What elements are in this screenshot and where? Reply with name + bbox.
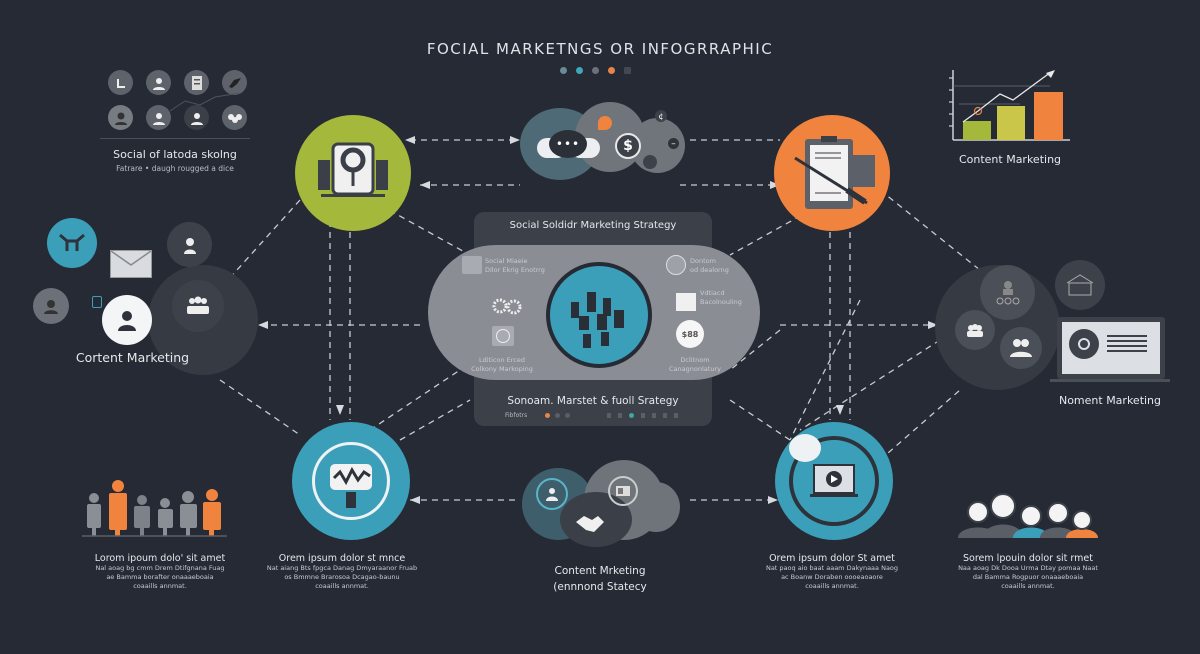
store-icon bbox=[1055, 260, 1105, 310]
network-icon bbox=[47, 218, 97, 268]
right-cluster-label: Noment Marketing bbox=[1058, 394, 1162, 407]
group-icon bbox=[222, 105, 247, 130]
notification-icon bbox=[598, 116, 612, 130]
top-center-cloud: ••• $ ¢ – bbox=[515, 100, 685, 180]
chair-icon bbox=[108, 70, 133, 95]
audience-icon bbox=[172, 280, 224, 332]
gears-icon bbox=[490, 297, 525, 315]
minus-icon: – bbox=[668, 138, 679, 149]
profile-icon bbox=[33, 288, 69, 324]
left-cluster-label: Cortent Marketing bbox=[75, 350, 190, 365]
top-left-title: Social of latoda skolng bbox=[113, 148, 237, 161]
org-chart-icon bbox=[980, 265, 1035, 320]
bottom-section-2: Orem ipsum dolor st mnce Nat aiang Bts f… bbox=[266, 553, 418, 590]
woman-icon bbox=[108, 105, 133, 130]
right-cluster bbox=[935, 255, 1170, 395]
chat-icon bbox=[462, 256, 482, 274]
email-icon bbox=[110, 250, 152, 278]
content-marketing-chart bbox=[945, 68, 1075, 148]
content-node[interactable] bbox=[774, 115, 890, 231]
user-search-icon bbox=[536, 478, 568, 510]
users-icon bbox=[1000, 327, 1042, 369]
circle-button-icon bbox=[492, 326, 514, 346]
clipboard-pen-icon bbox=[794, 136, 875, 209]
man-icon bbox=[184, 105, 209, 130]
dot bbox=[592, 67, 599, 74]
people-group-icon bbox=[958, 488, 1098, 540]
bottom-section-3: Orem ipsum dolor St amet Nat paoq aio ba… bbox=[765, 553, 899, 590]
businesswoman-icon bbox=[102, 295, 152, 345]
center-indicator-right bbox=[607, 413, 678, 418]
center-indicator-left bbox=[545, 413, 570, 418]
speaker-icon bbox=[167, 222, 212, 267]
dot bbox=[624, 67, 631, 74]
handshake-icon bbox=[574, 512, 606, 534]
person-icon bbox=[146, 105, 171, 130]
globe-icon bbox=[643, 155, 657, 169]
bar bbox=[997, 106, 1025, 140]
browser-icon bbox=[608, 476, 638, 506]
people-bar-chart bbox=[82, 478, 227, 538]
laptop-video-icon bbox=[810, 464, 858, 497]
cent-icon: ¢ bbox=[655, 110, 667, 122]
dot bbox=[560, 67, 567, 74]
top-left-icon-grid: Social of latoda skolng Fatrare • daugh … bbox=[100, 70, 260, 173]
center-bottom-title: Sonoam. Marstet & fuoll Srategy bbox=[507, 395, 679, 407]
center-top-title: Social Soldidr Marketing Strategy bbox=[509, 220, 677, 231]
document-icon bbox=[184, 70, 209, 95]
bottom-center-cloud bbox=[522, 460, 680, 552]
bottom-section-4: Sorem lpouin dolor sit rmet Naa aoag Dk … bbox=[958, 553, 1098, 590]
laptop-icon bbox=[1057, 317, 1165, 379]
image-icon bbox=[676, 293, 696, 311]
center-bottom-sub: Fibfotrs bbox=[505, 412, 528, 419]
video-node[interactable] bbox=[775, 422, 893, 540]
top-left-subtitle: Fatrare • daugh rougged a dice bbox=[116, 164, 234, 173]
team-icon bbox=[955, 310, 995, 350]
community-icon bbox=[546, 262, 652, 368]
target-icon bbox=[666, 255, 686, 275]
left-cluster bbox=[30, 210, 260, 390]
dot bbox=[608, 67, 615, 74]
top-right-label: Content Marketing bbox=[958, 153, 1062, 166]
price-badge: $88 bbox=[676, 320, 704, 348]
dot bbox=[576, 67, 583, 74]
message-icon: ••• bbox=[549, 130, 587, 158]
bar bbox=[963, 121, 991, 140]
search-server-icon bbox=[318, 142, 388, 197]
search-node[interactable] bbox=[295, 115, 411, 231]
user-icon bbox=[146, 70, 171, 95]
analytics-node[interactable] bbox=[292, 422, 410, 540]
bottom-center-label: Content Mrketing (ennnond Statecy bbox=[553, 565, 647, 593]
dollar-icon: $ bbox=[615, 133, 641, 159]
page-title: FOCIAL MARKETNGS OR INFOGRRAPHIC bbox=[426, 40, 774, 58]
bar bbox=[1034, 92, 1063, 140]
bird-icon bbox=[222, 70, 247, 95]
header-dots bbox=[560, 67, 631, 74]
camera-wave-icon bbox=[330, 464, 372, 508]
bottom-section-1: Lorom ipoum dolo' sit amet Nal aoag bg c… bbox=[94, 553, 226, 590]
